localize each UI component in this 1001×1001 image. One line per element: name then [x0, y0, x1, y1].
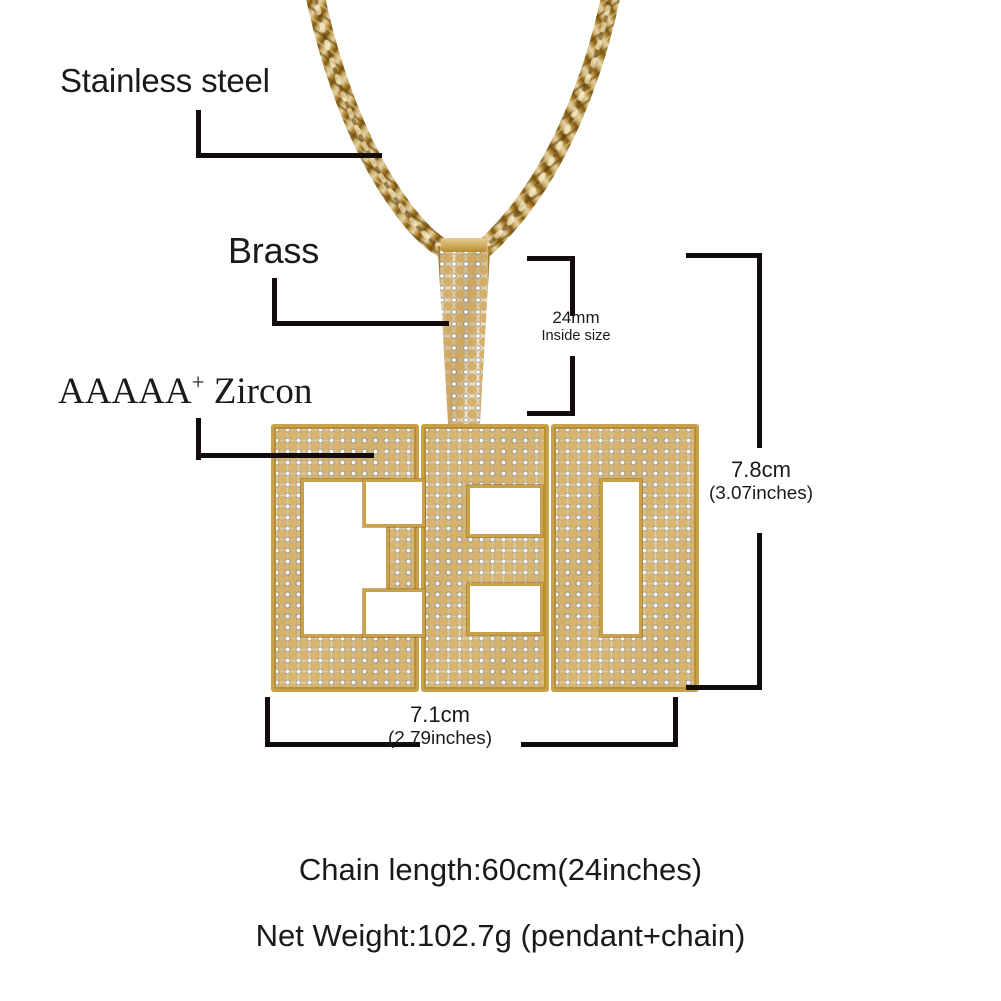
callout-label-stainless-steel: Stainless steel [60, 62, 270, 99]
pendant-bail [436, 238, 492, 436]
zircon-grade-text: AAAAA [58, 371, 192, 412]
bracket-height-lower-stem [757, 533, 762, 690]
bracket-height-top-arm [686, 253, 762, 258]
dimension-inside-size: 24mm Inside size [516, 308, 636, 345]
leader-line-brass-horizontal [272, 321, 449, 326]
zircon-word: Zircon [213, 371, 313, 412]
dimension-inside-caption: Inside size [541, 328, 611, 345]
bracket-inside-bottom-arm [527, 411, 575, 416]
pendant-block-2 [421, 424, 549, 692]
bracket-inside-upper-stem [570, 256, 575, 316]
dimension-height: 7.8cm (3.07inches) [676, 457, 846, 505]
leader-line-zircon-horizontal [196, 453, 374, 458]
leader-line-brass-vertical [272, 278, 277, 326]
leader-line-stainless-vertical [196, 110, 201, 158]
leader-line-zircon-vertical [196, 418, 201, 460]
dimension-width-value: 7.1cm [410, 702, 470, 727]
bail-top-cap [441, 238, 487, 252]
pendant-letter-blocks [271, 424, 699, 692]
dimension-inside-value: 24mm [552, 308, 600, 327]
bracket-width-left-arm [265, 742, 420, 747]
bracket-width-right-arm [521, 742, 678, 747]
bracket-height-bottom-arm [686, 685, 762, 690]
bracket-height-upper-stem [757, 253, 762, 448]
dimension-height-caption: (3.07inches) [708, 482, 814, 504]
letter-cutout-i-slot [603, 482, 639, 634]
bracket-width-left-tick [265, 697, 270, 747]
letter-cutout-c-lower [366, 592, 422, 634]
letter-cutout-e-upper [470, 488, 540, 534]
zircon-material-text [205, 371, 214, 412]
zircon-grade-superscript: + [191, 369, 205, 395]
letter-cutout-e-lower [470, 586, 540, 632]
dimension-width: 7.1cm (2.79inches) [355, 702, 525, 750]
dimension-height-value: 7.8cm [731, 457, 791, 482]
leader-line-stainless-horizontal [196, 153, 382, 158]
bail-rim [437, 246, 491, 428]
bracket-width-right-tick [673, 697, 678, 747]
letter-cutout-c-upper [366, 482, 422, 524]
spec-chain-length: Chain length:60cm(24inches) [298, 852, 703, 887]
callout-label-brass: Brass [228, 230, 320, 271]
bracket-inside-top-arm [527, 256, 575, 261]
callout-label-zircon: AAAAA+ Zircon [58, 370, 312, 413]
spec-net-weight: Net Weight:102.7g (pendant+chain) [255, 918, 746, 953]
dimension-width-caption: (2.79inches) [387, 727, 493, 749]
bracket-inside-lower-stem [570, 356, 575, 416]
